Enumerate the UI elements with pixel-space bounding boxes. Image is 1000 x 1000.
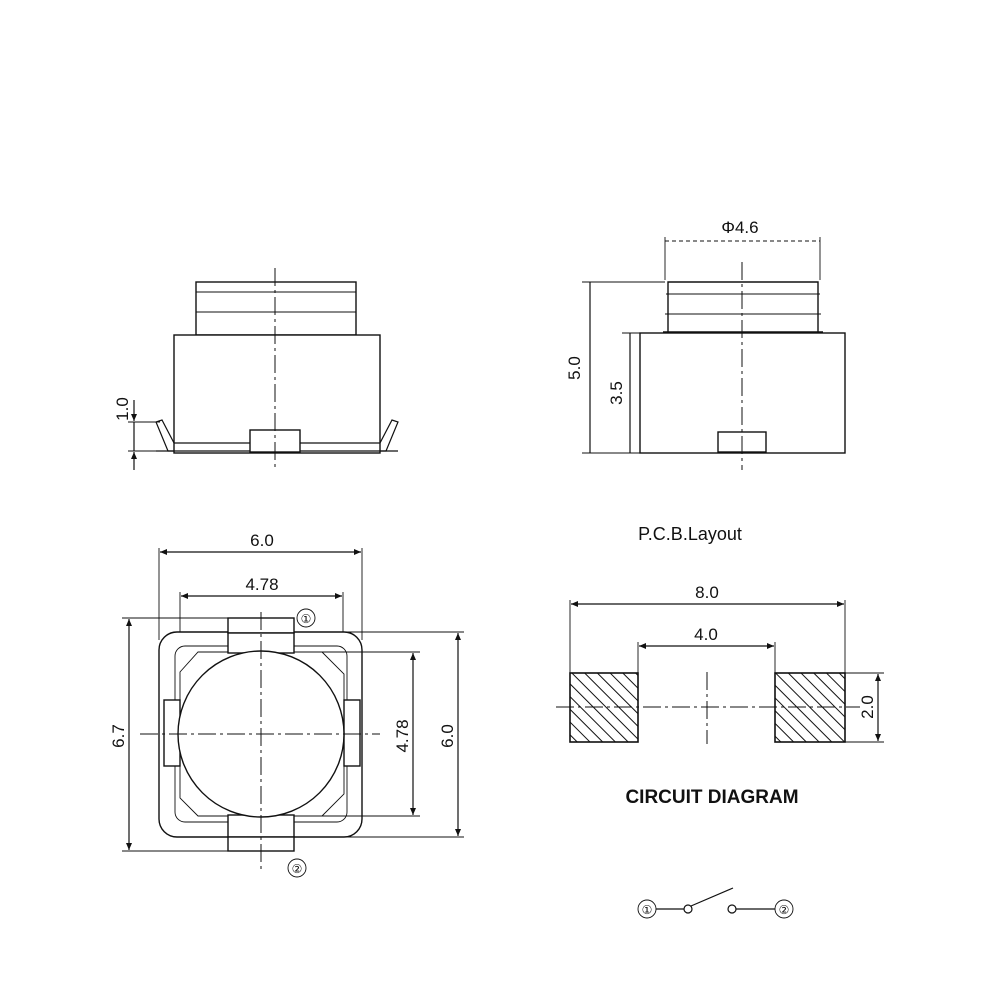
dim-height-cap: 4.78 <box>393 719 412 752</box>
circuit-terminal-2-marker <box>774 899 794 919</box>
switch-contact-left <box>683 904 693 914</box>
dim-height-total: 6.7 <box>109 724 128 748</box>
dim-height-body: 6.0 <box>438 724 457 748</box>
pcb-layout-title: P.C.B.Layout <box>638 524 742 544</box>
front-view: Φ4.6 5.0 3.5 <box>565 218 846 470</box>
circuit-diagram-title: CIRCUIT DIAGRAM <box>625 787 798 808</box>
dim-pin-height: 1.0 <box>113 397 132 421</box>
dim-width-cap: 4.78 <box>245 575 278 594</box>
switch-contact-right <box>727 904 737 914</box>
top-side-clip-right <box>343 699 361 767</box>
dim-pcb-inner: 4.0 <box>694 625 718 644</box>
dim-total-height: 5.0 <box>565 356 584 380</box>
circuit-diagram: CIRCUIT DIAGRAM ① ② <box>625 787 799 919</box>
switch-lever <box>690 887 734 907</box>
dim-width-outer: 6.0 <box>250 531 274 550</box>
circuit-terminal-2-label: ② <box>779 903 790 917</box>
terminal-1-label: ① <box>301 612 312 626</box>
side-pin-right <box>379 419 399 452</box>
terminal-1-marker <box>296 608 316 628</box>
terminal-2-marker <box>287 858 307 878</box>
side-pin-left <box>155 419 175 452</box>
circuit-terminal-1-label: ① <box>642 903 653 917</box>
top-view: 6.0 4.78 ① ② 6.7 <box>109 531 464 878</box>
dim-body-height: 3.5 <box>607 381 626 405</box>
side-actuator <box>195 281 357 336</box>
terminal-2-label: ② <box>292 862 303 876</box>
front-actuator <box>663 281 823 333</box>
pcb-layout: P.C.B.Layout 8.0 4.0 2.0 <box>556 524 884 744</box>
side-view: 1.0 <box>113 268 399 470</box>
dim-pcb-pad: 2.0 <box>858 695 877 719</box>
dim-diameter: Φ4.6 <box>721 218 758 237</box>
dim-pcb-outer: 8.0 <box>695 583 719 602</box>
